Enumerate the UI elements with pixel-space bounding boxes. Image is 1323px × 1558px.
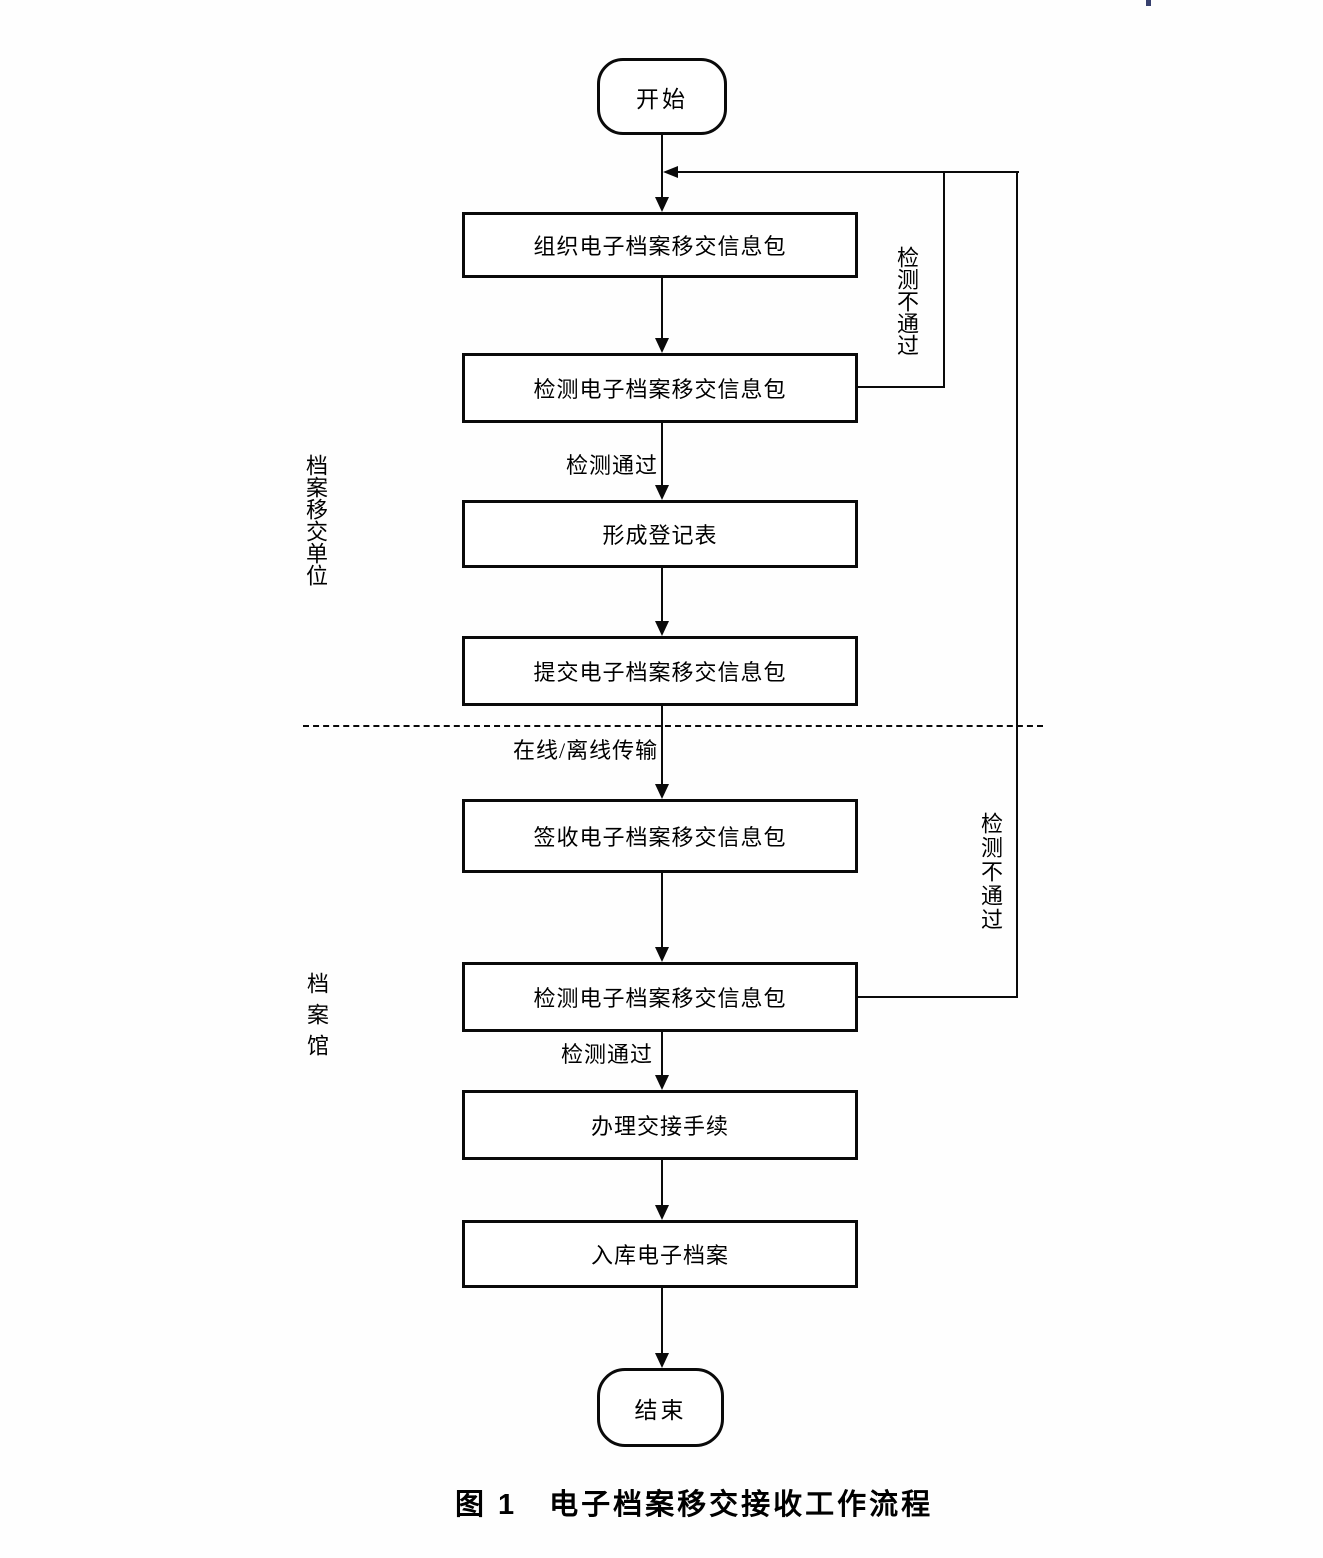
arrowhead-into-submit	[655, 621, 669, 636]
process-box-submit: 提交电子档案移交信息包	[462, 636, 858, 706]
arrowhead-into-store	[655, 1205, 669, 1220]
arrowhead-into-check-lower	[655, 947, 669, 962]
arrowhead-into-check-upper	[655, 338, 669, 353]
connector-start-organize	[661, 135, 663, 198]
process-box-receive: 签收电子档案移交信息包	[462, 799, 858, 873]
arrowhead-feedback-return	[663, 166, 678, 178]
figure-caption: 图 1 电子档案移交接收工作流程	[455, 1489, 934, 1521]
connector-organize-check	[661, 278, 663, 340]
lane-label-archives: 档案馆	[304, 972, 329, 1065]
arrowhead-into-handover	[655, 1075, 669, 1090]
edge-label-fail-upper: 检测不通过	[894, 246, 919, 356]
feedback-inner-horizontal	[858, 386, 945, 388]
process-box-organize: 组织电子档案移交信息包	[462, 212, 858, 278]
edge-label-fail-lower: 检测不通过	[978, 812, 1003, 932]
connector-handover-store	[661, 1160, 663, 1206]
connector-check-handover	[661, 1032, 663, 1076]
feedback-outer-horizontal	[858, 996, 1018, 998]
process-box-handover: 办理交接手续	[462, 1090, 858, 1160]
connector-check-register	[661, 423, 663, 486]
feedback-top-line	[676, 171, 1019, 173]
process-box-check-upper: 检测电子档案移交信息包	[462, 353, 858, 423]
page-edge-artifact	[1146, 0, 1151, 6]
arrowhead-into-receive	[655, 784, 669, 799]
edge-label-pass-lower: 检测通过	[561, 1042, 654, 1067]
start-node: 开始	[597, 58, 727, 135]
process-box-register: 形成登记表	[462, 500, 858, 568]
connector-store-end	[661, 1288, 663, 1354]
arrowhead-into-organize	[655, 197, 669, 212]
edge-label-transmission: 在线/离线传输	[513, 738, 659, 763]
feedback-inner-vertical	[943, 171, 945, 388]
connector-register-submit	[661, 568, 663, 622]
process-box-store: 入库电子档案	[462, 1220, 858, 1288]
lane-separator-dashed-line	[303, 725, 1043, 727]
feedback-outer-vertical	[1016, 171, 1018, 998]
process-box-check-lower: 检测电子档案移交信息包	[462, 962, 858, 1032]
connector-receive-check	[661, 873, 663, 948]
connector-submit-receive	[661, 706, 663, 785]
edge-label-pass-upper: 检测通过	[566, 453, 659, 478]
arrowhead-into-end	[655, 1353, 669, 1368]
arrowhead-into-register	[655, 485, 669, 500]
end-node: 结束	[597, 1368, 724, 1447]
lane-label-transfer-unit: 档案移交单位	[303, 454, 328, 586]
